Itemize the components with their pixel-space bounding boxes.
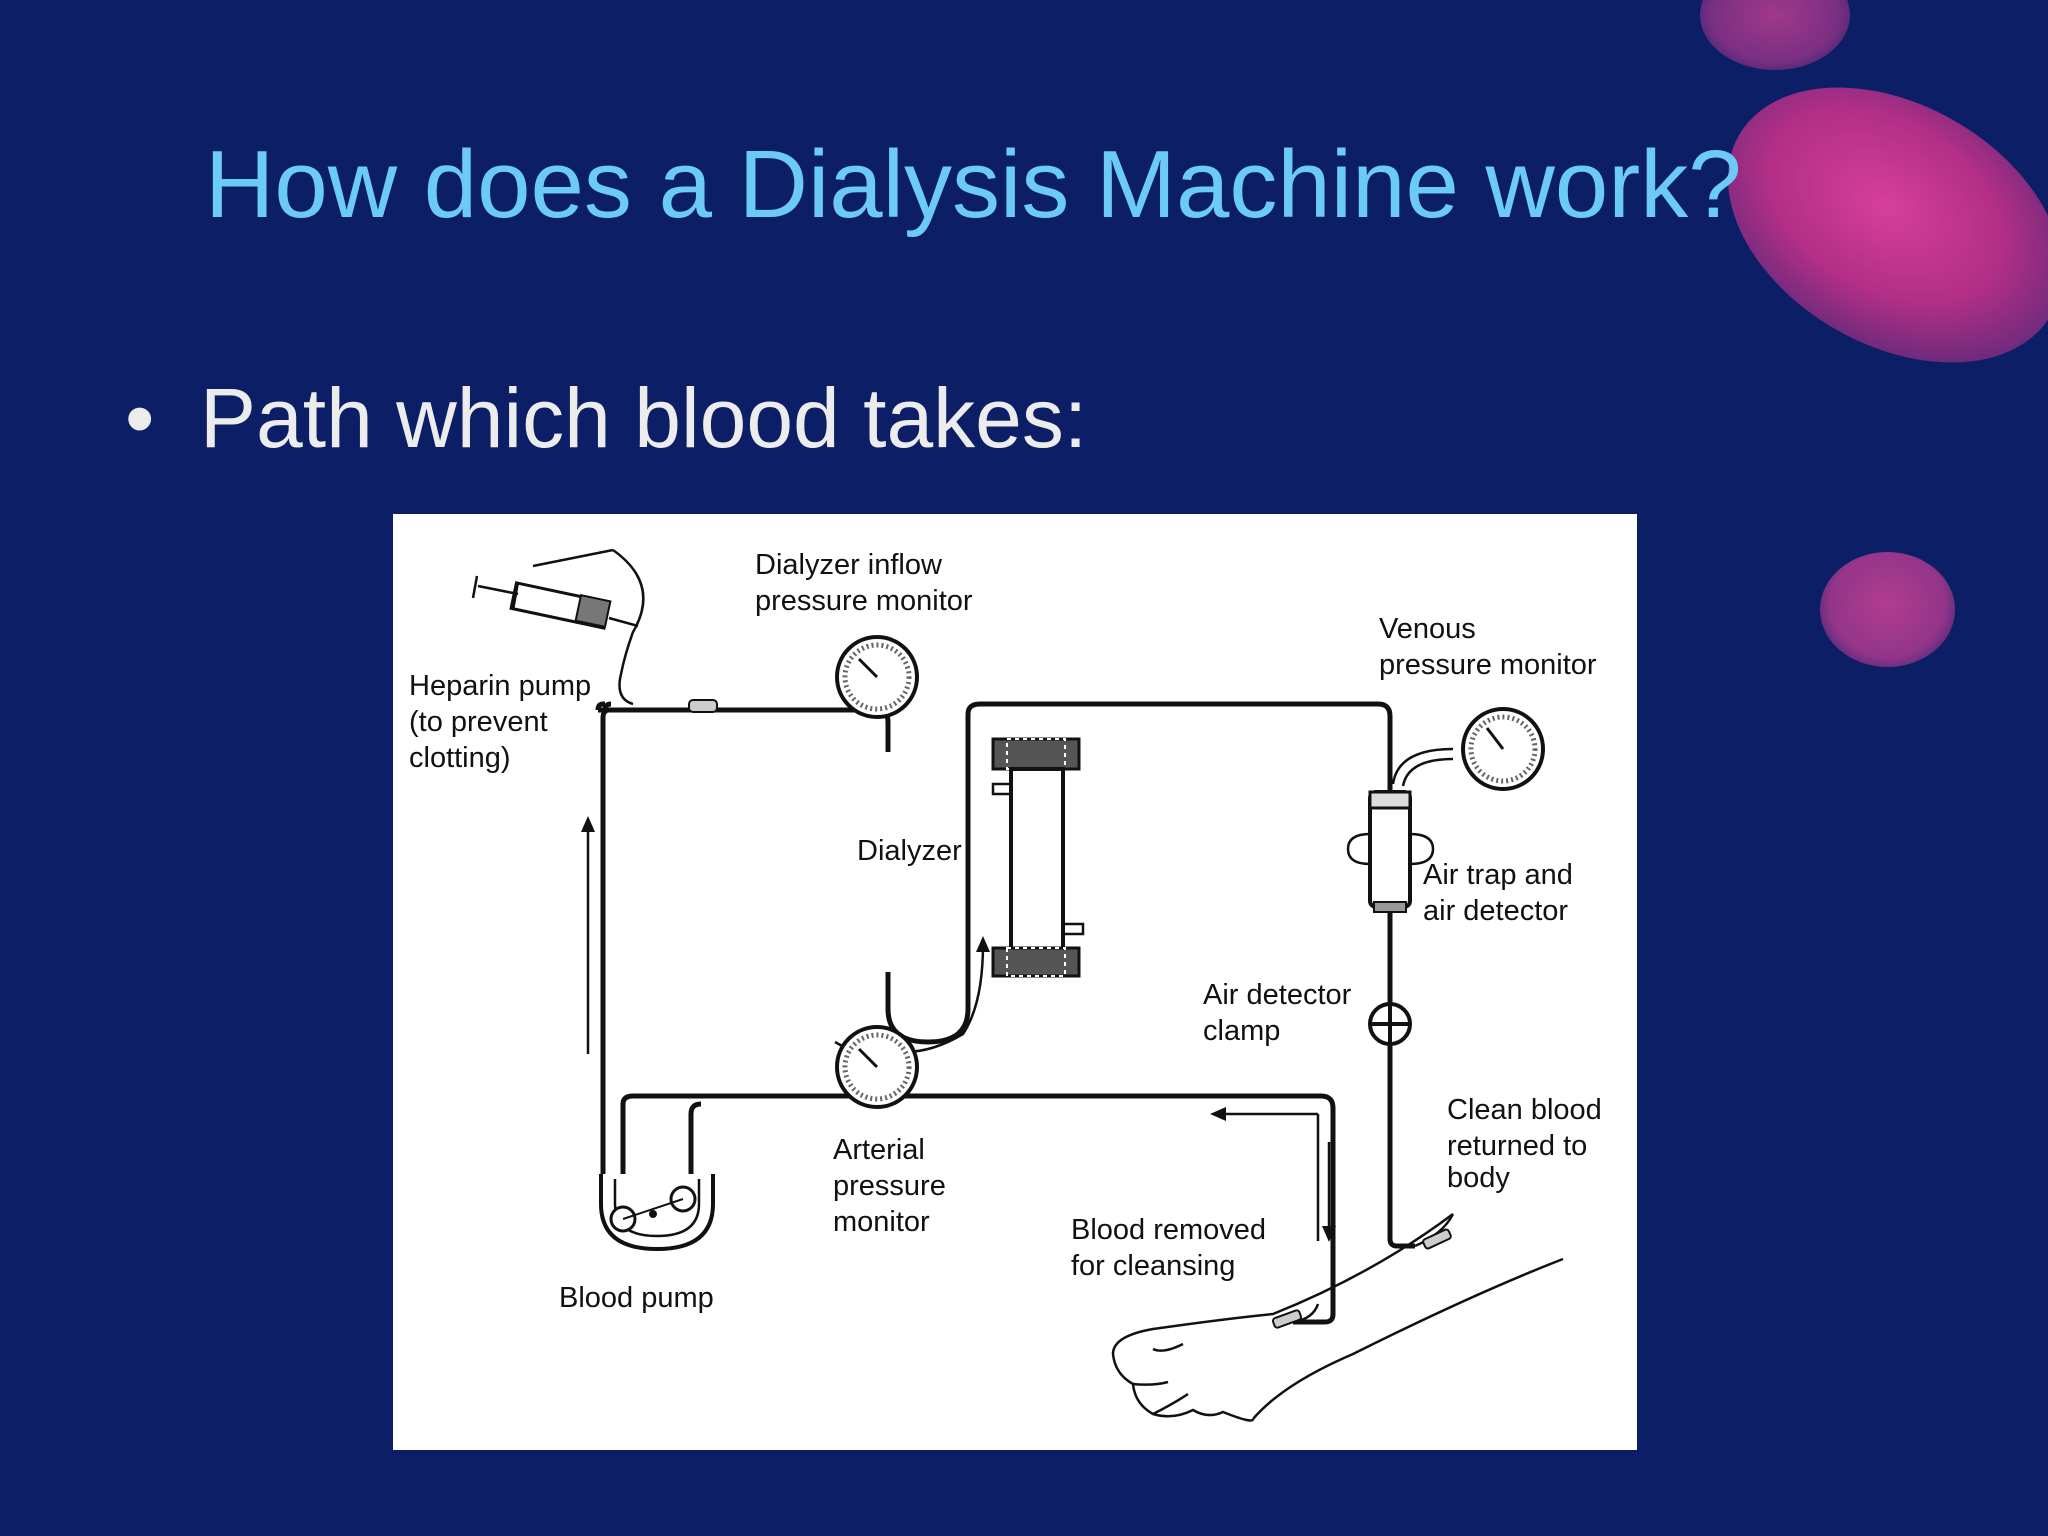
label-heparin-pump: clotting) (409, 742, 511, 774)
clamp-icon (1368, 1002, 1412, 1046)
label-air-detector-clamp: clamp (1203, 1015, 1280, 1047)
label-blood-pump: Blood pump (559, 1282, 714, 1314)
label-blood-removed: for cleansing (1071, 1250, 1235, 1282)
label-arterial-pressure: Arterial (833, 1134, 925, 1166)
label-heparin-pump: (to prevent (409, 706, 548, 738)
label-air-detector-clamp: Air detector (1203, 979, 1352, 1011)
label-clean-blood: returned to (1447, 1130, 1587, 1162)
bullet-text: Path which blood takes: (200, 371, 1088, 465)
decorative-blob (1820, 552, 1955, 667)
air-trap-icon (1346, 790, 1435, 913)
label-dialyzer-inflow: pressure monitor (755, 585, 973, 617)
label-venous-pressure: Venous (1379, 613, 1476, 645)
label-blood-removed: Blood removed (1071, 1214, 1266, 1246)
label-air-trap: Air trap and (1423, 859, 1573, 891)
label-arterial-pressure: monitor (833, 1206, 930, 1238)
arm-icon (1111, 1212, 1564, 1422)
pressure-gauge-icon (1391, 707, 1545, 791)
pressure-gauge-icon (835, 635, 919, 719)
syringe-icon (471, 575, 718, 713)
label-dialyzer: Dialyzer (857, 835, 962, 867)
label-heparin-pump: Heparin pump (409, 670, 591, 702)
pressure-gauge-icon (835, 1025, 919, 1109)
label-arterial-pressure: pressure (833, 1170, 946, 1202)
label-dialyzer-inflow: Dialyzer inflow (755, 549, 943, 581)
decorative-blob (1700, 0, 1850, 70)
blood-pump-icon (599, 1174, 715, 1252)
label-air-trap: air detector (1423, 895, 1568, 927)
bullet-item: • Path which blood takes: (125, 370, 1087, 467)
label-clean-blood: body (1447, 1162, 1510, 1194)
dialysis-diagram: Dialyzer inflow pressure monitor Heparin… (393, 514, 1637, 1450)
slide-title: How does a Dialysis Machine work? (205, 131, 1742, 238)
bullet-marker: • (125, 371, 155, 465)
diagram-labels: Dialyzer inflow pressure monitor Heparin… (409, 549, 1602, 1314)
label-venous-pressure: pressure monitor (1379, 649, 1597, 681)
label-clean-blood: Clean blood (1447, 1094, 1602, 1126)
dialyzer-icon (991, 737, 1085, 978)
diagram-svg: Dialyzer inflow pressure monitor Heparin… (409, 548, 1602, 1422)
